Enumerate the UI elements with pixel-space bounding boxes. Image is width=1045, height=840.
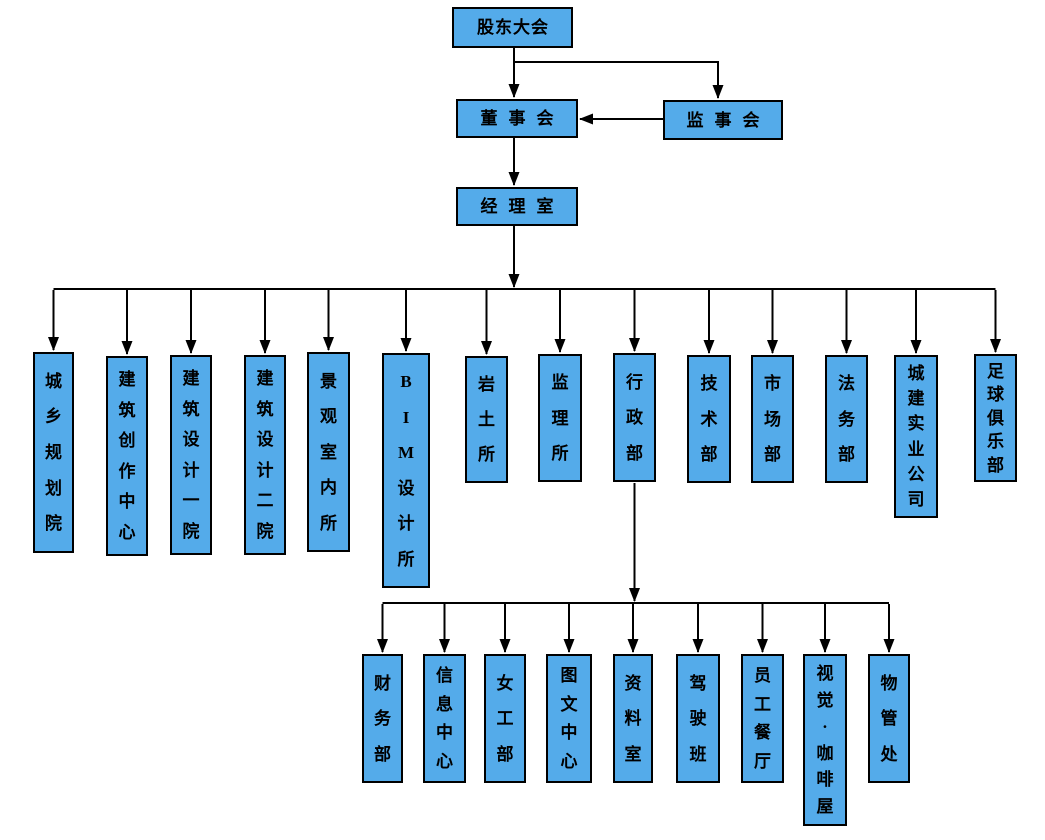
org-node-label: 经理室: [480, 197, 565, 216]
org-node-marketing-dept: 市场部: [751, 355, 794, 483]
org-node-label: 监事会: [686, 110, 771, 130]
org-node-architecture-design-institute-1: 建筑设计一院: [170, 355, 212, 555]
org-node-football-club: 足球俱乐部: [974, 354, 1017, 482]
org-node-label: 股东大会: [477, 18, 549, 37]
org-node-architecture-creation-center: 建筑创作中心: [106, 356, 148, 556]
org-node-staff-canteen: 员工餐厅: [741, 654, 784, 783]
org-node-supervision-institute: 监理所: [538, 354, 582, 482]
org-node-landscape-interior-institute: 景观室内所: [307, 352, 350, 552]
org-node-graphic-document-center: 图文中心: [546, 654, 592, 783]
org-node-label: 董事会: [480, 109, 565, 128]
org-node-manager-office: 经理室: [456, 187, 578, 226]
org-node-supervisory-board: 监事会: [663, 100, 783, 140]
org-node-property-management-office: 物管处: [868, 654, 910, 783]
org-node-legal-dept: 法务部: [825, 355, 868, 483]
org-node-administration-dept: 行政部: [613, 353, 656, 482]
org-node-information-center: 信息中心: [423, 654, 466, 783]
org-node-women-staff-dept: 女工部: [484, 654, 526, 783]
org-node-urban-rural-planning-institute: 城乡规划院: [33, 352, 74, 553]
org-node-finance-dept: 财务部: [362, 654, 403, 783]
org-node-vision-coffee-house: 视觉·咖啡屋: [803, 654, 847, 826]
org-node-archive-room: 资料室: [613, 654, 653, 783]
org-node-driving-team: 驾驶班: [676, 654, 720, 783]
org-node-urban-construction-industry-company: 城建实业公司: [894, 355, 938, 518]
org-node-shareholders-meeting: 股东大会: [452, 7, 573, 48]
org-node-technical-dept: 技术部: [687, 355, 731, 483]
org-node-board-of-directors: 董事会: [456, 99, 578, 138]
org-node-geotechnical-institute: 岩土所: [465, 356, 508, 483]
org-node-architecture-design-institute-2: 建筑设计二院: [244, 355, 286, 555]
